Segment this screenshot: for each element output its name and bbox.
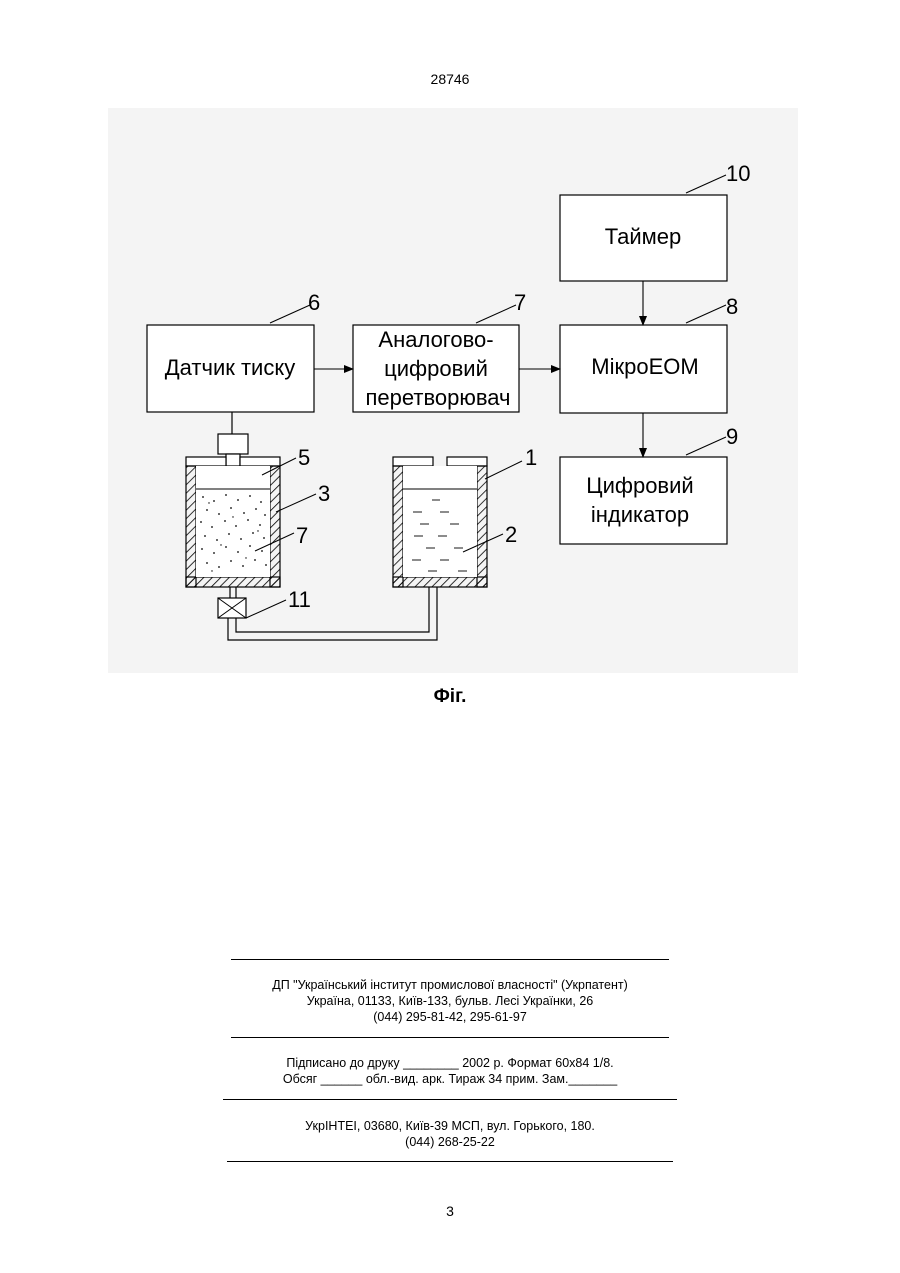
indicator-label-line2: індикатор [591, 502, 689, 527]
ref-3: 3 [318, 481, 330, 506]
digital-indicator-block [560, 457, 727, 544]
figure-caption: Фіг. [0, 686, 900, 708]
valve-symbol [218, 598, 246, 618]
divider-1 [231, 959, 669, 960]
ref-10: 10 [726, 161, 750, 186]
ref-1: 1 [525, 445, 537, 470]
print-info-line-2: Обсяг ______ обл.-вид. арк. Тираж 34 при… [220, 1071, 680, 1087]
ref-9: 9 [726, 424, 738, 449]
divider-2 [231, 1037, 669, 1038]
divider-4 [227, 1161, 673, 1162]
pressure-head [218, 434, 248, 454]
ref-6: 6 [308, 290, 320, 315]
adc-label-line2: цифровий [384, 356, 488, 381]
block-diagram: Таймер Датчик тиску Аналогово- цифровий … [0, 0, 900, 700]
ref-7-sorbent: 7 [296, 523, 308, 548]
left-vessel [186, 457, 280, 587]
print-info-line-1: Підписано до друку ________ 2002 р. Форм… [220, 1055, 680, 1071]
ref-7-adc: 7 [514, 290, 526, 315]
publisher-line-3: (044) 295-81-42, 295-61-97 [220, 1009, 680, 1025]
ref-8: 8 [726, 294, 738, 319]
printer-block: УкрІНТЕІ, 03680, Київ-39 МСП, вул. Горьк… [220, 1118, 680, 1150]
printer-line-1: УкрІНТЕІ, 03680, Київ-39 МСП, вул. Горьк… [220, 1118, 680, 1134]
head-neck [226, 454, 240, 466]
pressure-sensor-label: Датчик тиску [165, 355, 295, 380]
publisher-line-1: ДП "Український інститут промислової вла… [220, 977, 680, 993]
adc-label-line3: перетворювач [365, 385, 510, 410]
right-vessel [393, 457, 487, 587]
divider-3 [223, 1099, 677, 1100]
ref-2: 2 [505, 522, 517, 547]
publisher-line-2: Україна, 01133, Київ-133, бульв. Лесі Ук… [220, 993, 680, 1009]
print-info-block: Підписано до друку ________ 2002 р. Форм… [220, 1055, 680, 1087]
adc-label-line1: Аналогово- [378, 327, 493, 352]
ref-11: 11 [288, 587, 311, 612]
page-number: 3 [0, 1203, 900, 1219]
microcomputer-label: МікроЕОМ [591, 354, 698, 379]
printer-line-2: (044) 268-25-22 [220, 1134, 680, 1150]
publisher-block: ДП "Український інститут промислової вла… [220, 977, 680, 1025]
timer-label: Таймер [605, 224, 682, 249]
indicator-label-line1: Цифровий [586, 473, 693, 498]
ref-5: 5 [298, 445, 310, 470]
